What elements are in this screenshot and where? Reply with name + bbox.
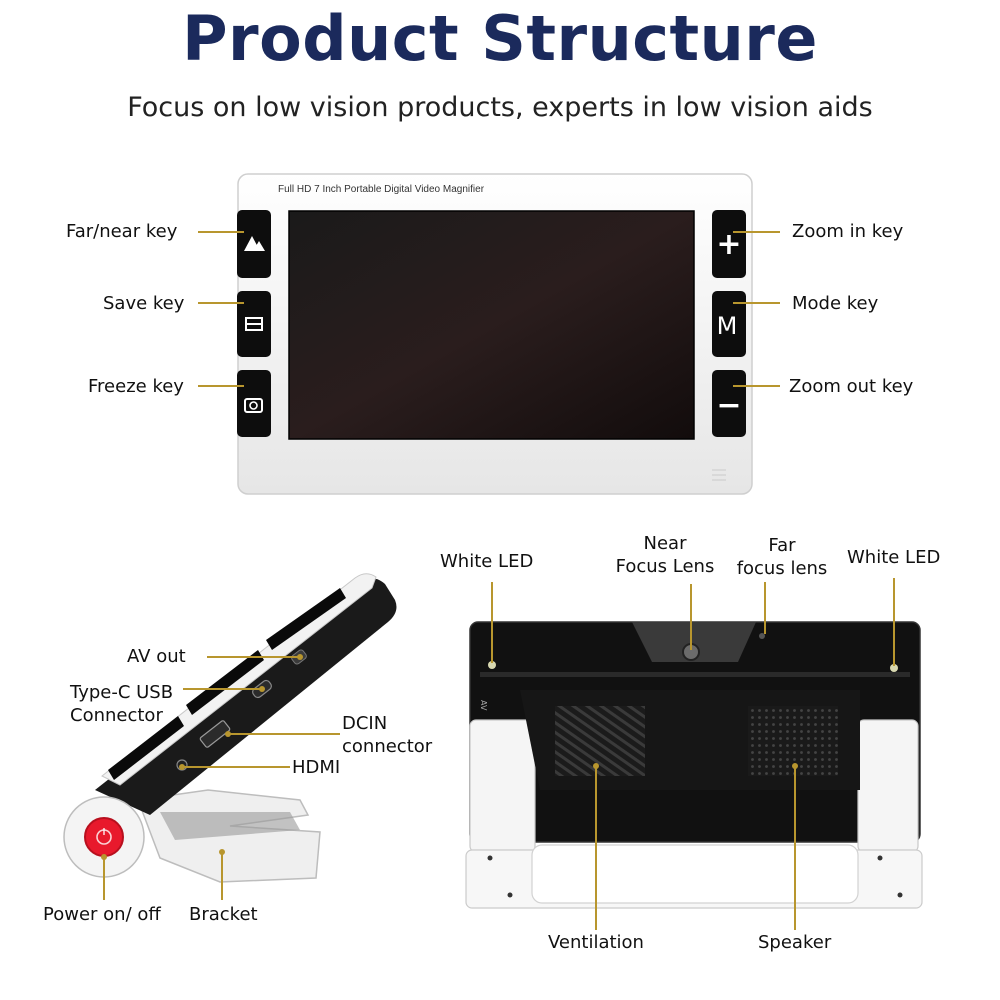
label-white-led-right: White LED <box>847 547 941 568</box>
label-near-focus-lens: Near Focus Lens <box>615 533 715 577</box>
front-leader-lines <box>198 231 780 387</box>
back-device: AV <box>465 621 923 909</box>
label-bracket: Bracket <box>189 904 258 925</box>
mode-glyph: M <box>717 312 738 340</box>
label-far-near-key: Far/near key <box>66 221 178 242</box>
hdmi-port <box>199 720 231 748</box>
back-stand-right <box>857 719 919 853</box>
far-near-key[interactable] <box>237 210 271 278</box>
minus-icon: − <box>716 388 741 423</box>
mode-key[interactable]: M <box>712 291 746 357</box>
label-ventilation: Ventilation <box>548 932 644 953</box>
side-device <box>63 573 397 883</box>
back-leader-lines <box>491 578 895 930</box>
label-far-focus-lens: Far focus lens <box>736 535 828 579</box>
label-mode-key: Mode key <box>792 293 879 314</box>
side-body <box>95 578 397 815</box>
front-screen <box>288 210 695 440</box>
label-type-c-usb: Type-C USB Connector <box>70 682 174 726</box>
camera-icon <box>244 398 263 413</box>
label-save-key: Save key <box>103 293 185 314</box>
mountain-icon <box>244 236 265 251</box>
freeze-key[interactable] <box>237 370 271 437</box>
page-title: Product Structure <box>182 2 818 75</box>
side-leader-lines <box>103 656 340 900</box>
front-device: Full HD 7 Inch Portable Digital Video Ma… <box>237 173 753 495</box>
side-leader-dots <box>101 654 303 860</box>
ventilation-grille <box>555 706 645 776</box>
lens-housing <box>632 622 756 662</box>
back-stand-left <box>469 719 536 853</box>
label-white-led-left: White LED <box>440 551 534 572</box>
white-led-right <box>890 664 898 672</box>
label-hdmi: HDMI <box>292 757 341 778</box>
white-led-left <box>488 661 496 669</box>
label-zoom-in-key: Zoom in key <box>792 221 904 242</box>
model-text: Full HD 7 Inch Portable Digital Video Ma… <box>278 184 485 195</box>
side-keys <box>108 588 346 780</box>
zoom-out-key[interactable]: − <box>712 370 746 437</box>
power-button[interactable] <box>84 817 124 857</box>
label-dcin-connector: DCIN connector <box>342 713 433 757</box>
av-marking: AV <box>479 700 488 711</box>
zoom-in-key[interactable]: + <box>712 210 746 278</box>
back-leader-dots <box>593 763 798 769</box>
page-subtitle: Focus on low vision products, experts in… <box>127 92 873 123</box>
label-zoom-out-key: Zoom out key <box>789 376 914 397</box>
save-key[interactable] <box>237 291 271 357</box>
side-bracket <box>136 789 321 883</box>
label-speaker: Speaker <box>758 932 832 953</box>
front-speaker-slot <box>712 469 726 481</box>
label-power: Power on/ off <box>43 904 161 925</box>
label-av-out: AV out <box>127 646 186 667</box>
far-focus-lens <box>759 633 765 639</box>
label-freeze-key: Freeze key <box>88 376 184 397</box>
